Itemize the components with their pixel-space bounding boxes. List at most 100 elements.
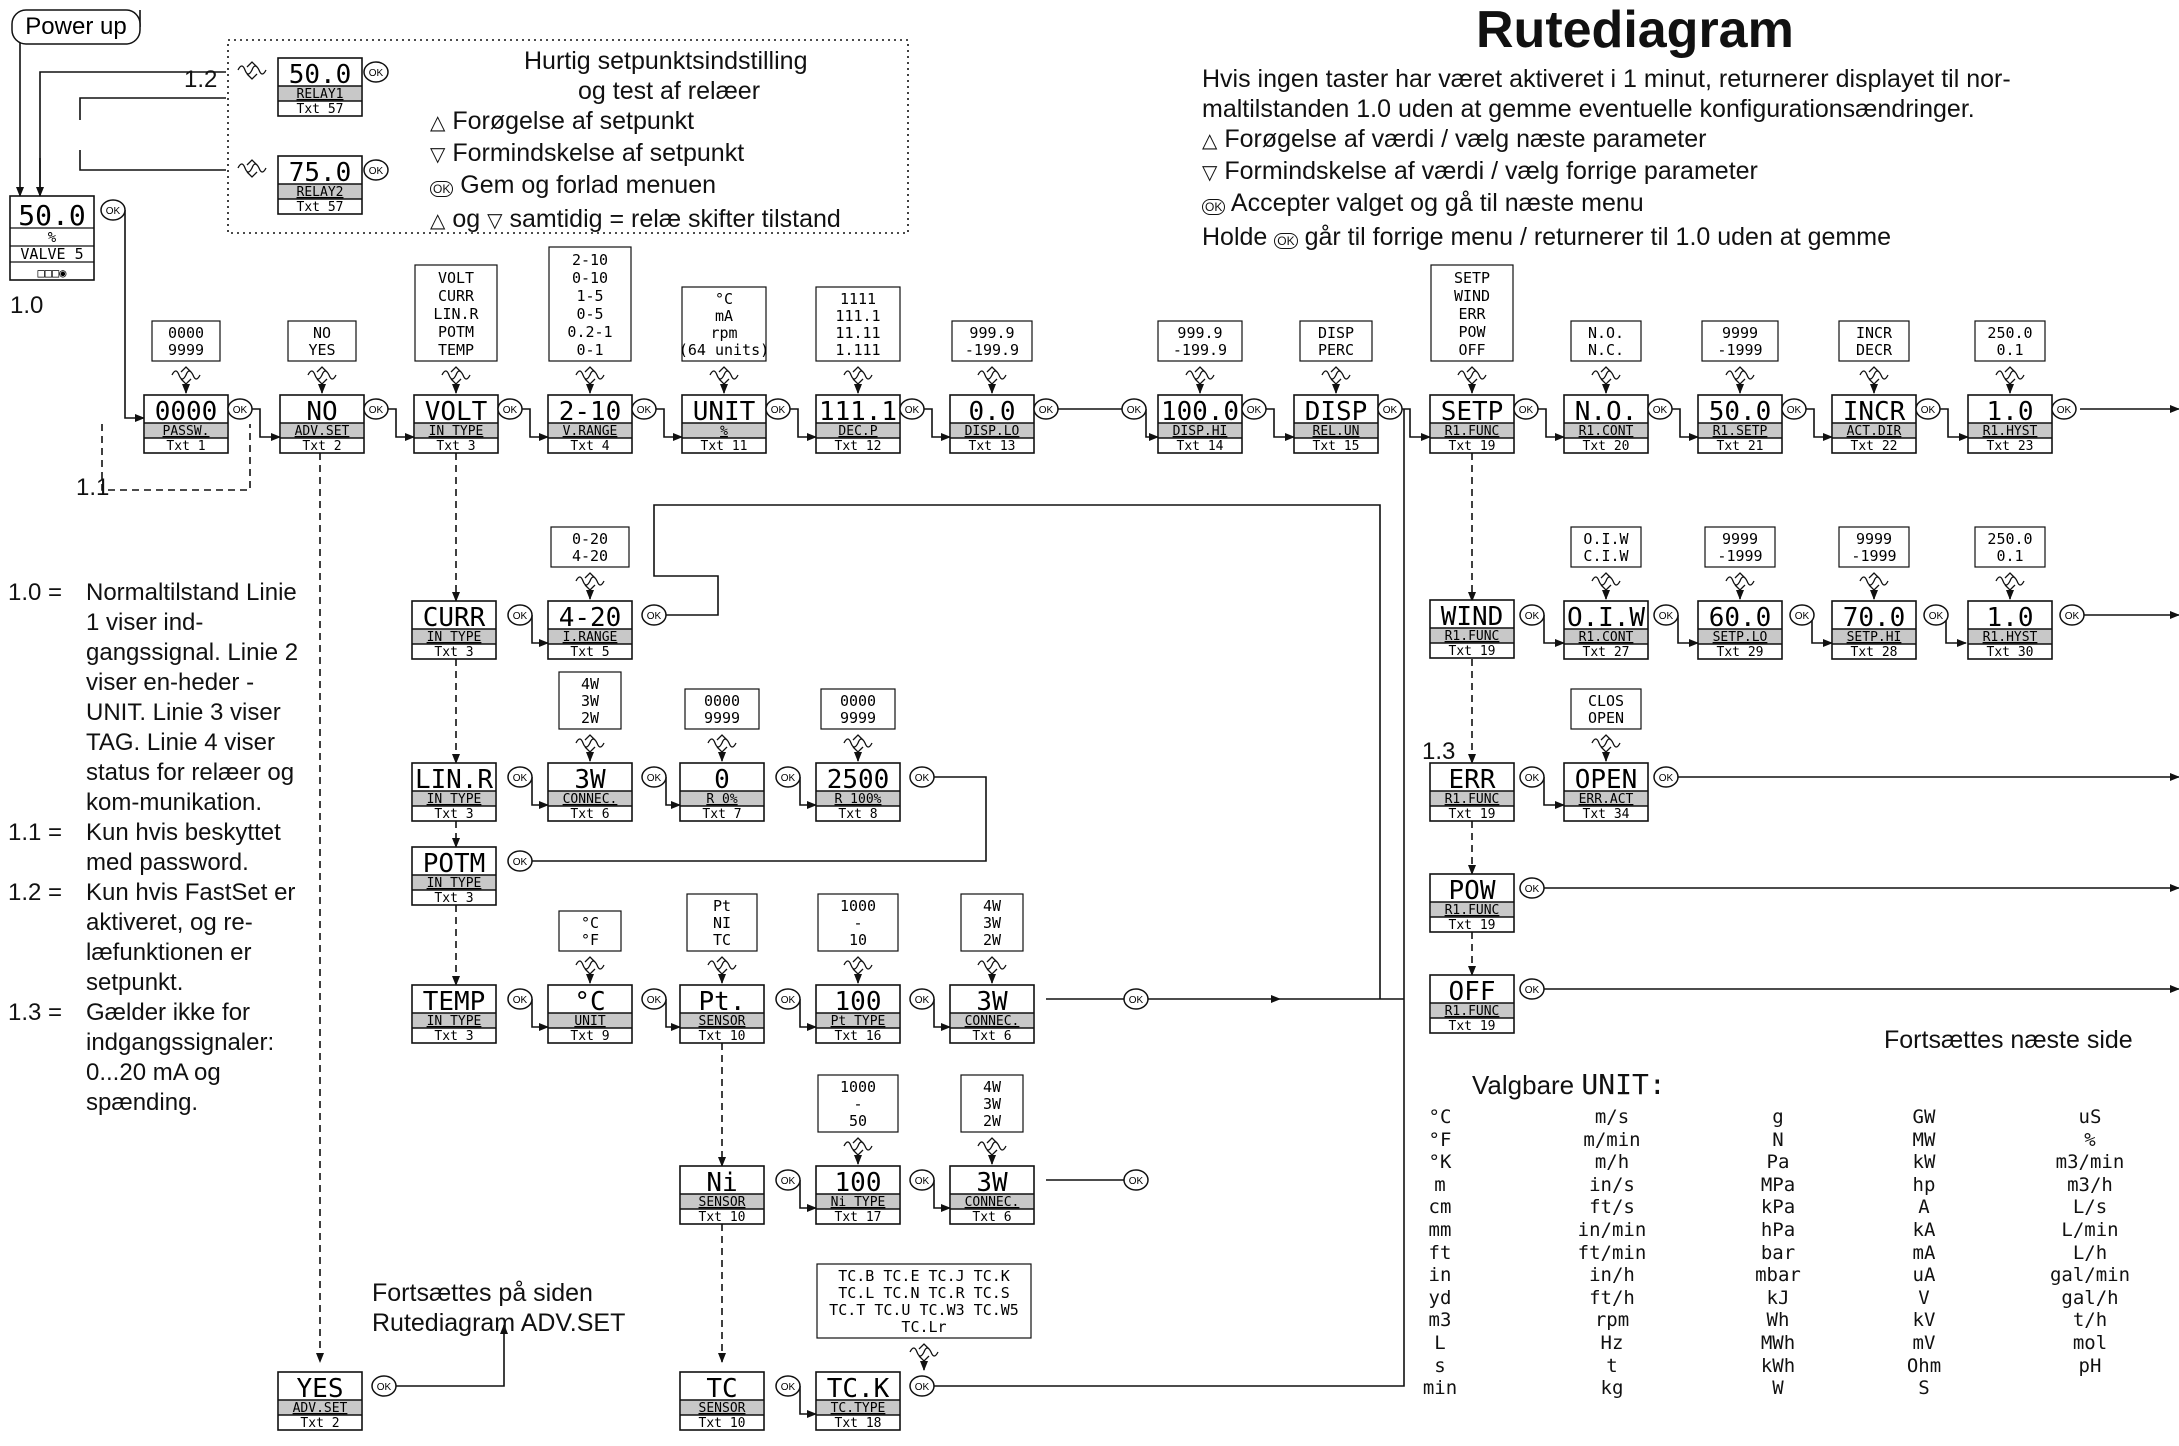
ok-icon[interactable]: OK bbox=[1781, 398, 1807, 420]
ok-icon[interactable]: OK bbox=[1033, 398, 1059, 420]
ok-icon[interactable]: OK bbox=[2051, 398, 2077, 420]
ok-icon[interactable]: OK bbox=[1123, 1169, 1149, 1191]
ok-icon[interactable]: OK bbox=[641, 604, 667, 626]
menu-parameter: CONNEC. bbox=[965, 1014, 1020, 1029]
ok-icon[interactable]: OK bbox=[507, 766, 533, 788]
ok-icon[interactable]: OK bbox=[507, 604, 533, 626]
connector-line bbox=[396, 1324, 508, 1387]
ok-icon[interactable]: OK bbox=[1653, 604, 1679, 626]
ok-icon[interactable]: OK bbox=[765, 398, 791, 420]
menu-box[interactable]: 0R 0%Txt 7 bbox=[679, 762, 765, 822]
ok-icon[interactable]: OK bbox=[507, 850, 533, 872]
ok-icon[interactable]: OK bbox=[1121, 398, 1147, 420]
ok-icon[interactable]: OK bbox=[775, 988, 801, 1010]
ok-icon[interactable]: OK bbox=[775, 1169, 801, 1191]
ok-icon[interactable]: OK bbox=[909, 1375, 935, 1397]
ok-icon[interactable]: OK bbox=[775, 766, 801, 788]
ok-icon[interactable]: OK bbox=[909, 1169, 935, 1191]
ok-icon[interactable]: OK bbox=[1789, 604, 1815, 626]
ok-icon[interactable]: OK bbox=[1519, 604, 1545, 626]
ok-icon[interactable]: OK bbox=[775, 1375, 801, 1397]
ok-icon[interactable]: OK bbox=[899, 398, 925, 420]
ok-icon[interactable]: OK bbox=[641, 988, 667, 1010]
ok-icon[interactable]: OK bbox=[909, 988, 935, 1010]
unit-item: MPa bbox=[1760, 1173, 1796, 1196]
ok-icon[interactable]: OK bbox=[1519, 877, 1545, 899]
up-down-keys-icon bbox=[1591, 572, 1621, 591]
option-value: C.I.W bbox=[1583, 547, 1629, 565]
menu-box[interactable]: UNIT%Txt 11 bbox=[681, 394, 767, 454]
ok-icon[interactable]: OK bbox=[1519, 766, 1545, 788]
ok-icon[interactable]: OK bbox=[631, 398, 657, 420]
connector-line bbox=[531, 615, 549, 647]
ok-icon[interactable]: OK bbox=[1519, 978, 1545, 1000]
ok-icon[interactable]: OK bbox=[1653, 766, 1679, 788]
ok-icon[interactable]: OK bbox=[1513, 398, 1539, 420]
ok-icon[interactable]: OK bbox=[909, 766, 935, 788]
normal-display[interactable]: 50.0%VALVE 5□□□◉ bbox=[9, 195, 95, 281]
ok-icon[interactable]: OK bbox=[497, 398, 523, 420]
ok-icon[interactable]: OK bbox=[1123, 988, 1149, 1010]
ok-icon[interactable]: OK bbox=[1647, 398, 1673, 420]
ok-icon[interactable]: OK bbox=[1241, 398, 1267, 420]
ok-icon[interactable]: OK bbox=[2059, 604, 2085, 626]
ok-icon[interactable]: OK bbox=[641, 766, 667, 788]
menu-value: 50.0 bbox=[1709, 397, 1772, 427]
menu-parameter: CONNEC. bbox=[563, 792, 618, 807]
ok-icon[interactable]: OK bbox=[363, 398, 389, 420]
menu-value: TC bbox=[706, 1374, 737, 1404]
ok-icon[interactable]: OK bbox=[363, 61, 389, 83]
ok-icon[interactable]: OK bbox=[100, 199, 126, 221]
ok-icon[interactable]: OK bbox=[1377, 398, 1403, 420]
ok-icon[interactable]: OK bbox=[507, 988, 533, 1010]
ok-icon[interactable]: OK bbox=[227, 398, 253, 420]
ok-icon[interactable]: OK bbox=[371, 1375, 397, 1397]
down-arrow-icon: ▽ bbox=[1202, 162, 1218, 184]
option-value: Pt bbox=[713, 897, 731, 915]
ok-icon[interactable]: OK bbox=[363, 159, 389, 181]
ok-icon[interactable]: OK bbox=[1915, 398, 1941, 420]
ok-icon[interactable]: OK bbox=[1923, 604, 1949, 626]
